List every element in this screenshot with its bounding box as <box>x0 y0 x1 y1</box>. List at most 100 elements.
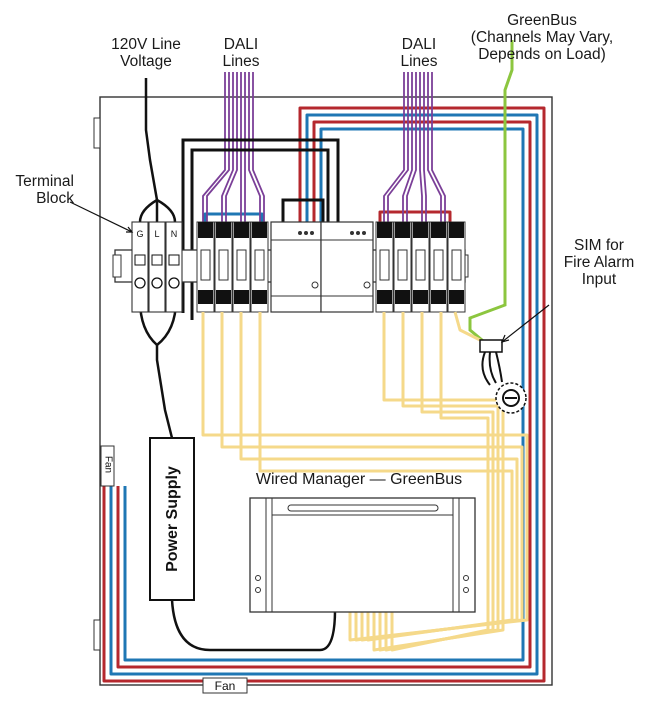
yellow-wire-right-3 <box>384 312 495 652</box>
terminal-0 <box>131 221 149 313</box>
yellow-wire-left-3 <box>239 312 519 642</box>
center-modules <box>270 221 374 313</box>
left-dali-module-bot-1 <box>216 290 231 304</box>
perimeter-wire-2 <box>109 113 539 676</box>
perimeter-wire-1 <box>102 106 546 683</box>
terminal-2 <box>165 221 183 313</box>
dali-wire-right-4 <box>406 72 417 222</box>
right-dali-module-bot-0 <box>377 290 392 304</box>
left-dali-module-bot-0 <box>198 290 213 304</box>
dali-wire-left-4 <box>225 72 238 222</box>
right-dali-module-bot-3 <box>431 290 446 304</box>
greenbus-label: GreenBus (Channels May Vary, Depends on … <box>436 12 648 63</box>
left-dali-module-top-2 <box>234 222 249 238</box>
right-dali-module-face-0 <box>379 249 390 281</box>
left-blue-jumper <box>203 212 264 222</box>
sim-label: SIM for Fire Alarm Input <box>548 237 650 288</box>
yellow-wire-left-4 <box>258 312 514 642</box>
right-dali-module-face-4 <box>451 249 462 281</box>
wired-manager <box>249 497 476 613</box>
left-dali-module-top-0 <box>198 222 213 238</box>
line-voltage-label: 120V Line Voltage <box>96 36 196 70</box>
fan-side-label: Fan <box>102 455 114 474</box>
greenbus-line-3: Depends on Load) <box>478 46 606 63</box>
right-dali-module-top-2 <box>413 222 428 238</box>
right-dali-module-bot-1 <box>395 290 410 304</box>
terminal-block-line-2: Block <box>36 190 74 207</box>
dali-right-line-1: DALI <box>401 36 437 53</box>
fan-bottom <box>202 677 248 694</box>
line-voltage-line-2: Voltage <box>120 53 172 70</box>
line-voltage-wires <box>138 78 340 652</box>
yellow-wires <box>201 311 529 652</box>
sim-module <box>479 339 527 414</box>
left-dali-module-face-3 <box>254 249 265 281</box>
dali-wire-left-8 <box>252 72 265 222</box>
dali-wire-right-7 <box>427 72 442 222</box>
terminal-screw-2 <box>168 254 180 266</box>
sim-line-3: Input <box>581 271 617 288</box>
terminal-screw-low-2 <box>168 277 180 289</box>
dali-modules <box>196 221 466 313</box>
dali-right-label: DALI Lines <box>383 36 455 70</box>
right-dali-module-bot-2 <box>413 290 428 304</box>
right-dali-module-face-2 <box>415 249 426 281</box>
terminal-block-label: Terminal Block <box>2 173 74 207</box>
terminal-screw-0 <box>134 254 146 266</box>
greenbus-line-2: (Channels May Vary, <box>470 29 614 46</box>
left-dali-module-face-2 <box>236 249 247 281</box>
terminal-letter-0: G <box>136 229 143 239</box>
dali-wire-left-1 <box>202 72 226 222</box>
terminal-screw-1 <box>151 254 163 266</box>
fan-side <box>100 445 115 487</box>
line-voltage-line-1: 120V Line <box>111 36 181 53</box>
fan-bottom-label: Fan <box>214 679 236 693</box>
yellow-wire-left-1 <box>201 312 529 642</box>
dali-wire-right-8 <box>431 72 446 222</box>
greenbus-wire <box>468 40 514 347</box>
right-dali-module-top-3 <box>431 222 446 238</box>
left-dali-module-top-1 <box>216 222 231 238</box>
yellow-wire-left-2 <box>220 312 524 642</box>
dali-wire-right-1 <box>383 72 405 222</box>
dali-left-line-1: DALI <box>223 36 259 53</box>
left-dali-module-bot-3 <box>252 290 267 304</box>
greenbus-line-1: GreenBus <box>507 12 577 29</box>
terminal-block-line-1: Terminal <box>15 173 74 190</box>
terminal-letter-1: L <box>154 229 159 239</box>
left-dali-module-face-1 <box>218 249 229 281</box>
dali-left-label: DALI Lines <box>205 36 277 70</box>
dali-wire-right-6 <box>423 72 427 222</box>
dali-wire-left-7 <box>248 72 261 222</box>
left-dali-module-top-3 <box>252 222 267 238</box>
dali-wire-right-3 <box>402 72 413 222</box>
dali-wire-right-5 <box>419 72 423 222</box>
left-dali-module-bot-2 <box>234 290 249 304</box>
dali-wire-left-2 <box>206 72 230 222</box>
dali-wire-bundles <box>202 72 446 222</box>
sim-line-1: SIM for <box>574 237 624 254</box>
right-dali-module-face-1 <box>397 249 408 281</box>
right-dali-module-face-3 <box>433 249 444 281</box>
dali-wire-left-3 <box>221 72 234 222</box>
dali-left-line-2: Lines <box>222 53 260 70</box>
wired-manager-label: Wired Manager — GreenBus <box>255 471 463 488</box>
right-dali-module-bot-4 <box>449 290 464 304</box>
right-dali-module-top-0 <box>377 222 392 238</box>
right-red-jumper <box>378 210 452 222</box>
power-supply-label: Power Supply <box>164 466 181 572</box>
right-dali-module-top-1 <box>395 222 410 238</box>
terminal-letter-2: N <box>171 229 178 239</box>
terminal-1 <box>148 221 166 313</box>
left-dali-module-face-0 <box>200 249 211 281</box>
yellow-wire-sim <box>453 311 481 342</box>
terminal-screw-low-0 <box>134 277 146 289</box>
power-supply <box>149 437 195 601</box>
yellow-wire-right-1 <box>372 312 505 652</box>
yellow-wire-right-2 <box>378 312 500 652</box>
sim-line-2: Fire Alarm <box>563 254 635 271</box>
right-dali-module-top-4 <box>449 222 464 238</box>
